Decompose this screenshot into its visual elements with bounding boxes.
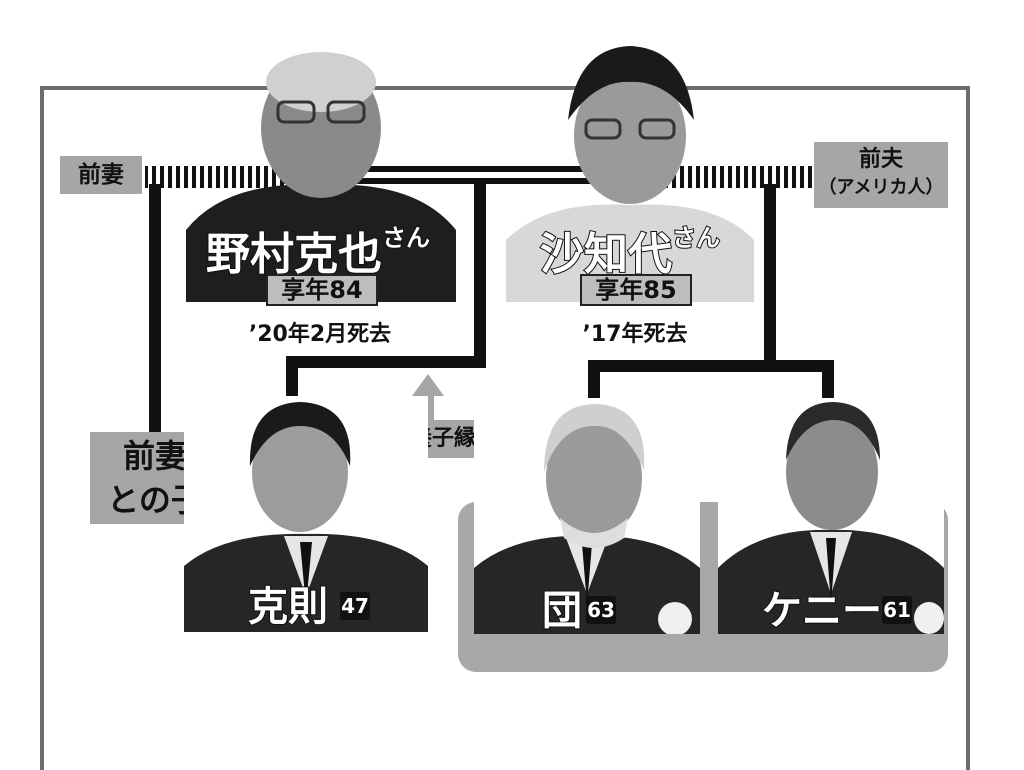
nomura-name-text: 野村克也 (205, 228, 383, 281)
dan-photo-icon (474, 404, 700, 634)
marriage-line-top (280, 166, 660, 172)
nomura-name: 野村克也さん (205, 218, 431, 282)
couple-child-line-h (286, 356, 486, 368)
nomura-portrait: 野村克也さん (186, 40, 456, 302)
dan-line-v (588, 360, 600, 410)
dan-corsage-icon (658, 602, 692, 634)
sachiyo-death-date: ’17年死去 (582, 322, 688, 347)
dan-name: 団 (541, 587, 583, 634)
kenny-name: ケニー (761, 587, 883, 634)
dan-age: 63 (586, 596, 616, 624)
ex-wife-child-line (149, 184, 161, 434)
adoption-arrow-head (412, 374, 444, 396)
ex-wife-divorce-line (145, 166, 285, 188)
kenny-line-v (822, 360, 834, 410)
katsunori-portrait: 克則 47 (184, 396, 428, 632)
ex-husband-label: 前夫 （アメリカ人） (814, 142, 948, 208)
katsunori-age: 47 (340, 592, 370, 620)
sachiyo-honorific: さん (671, 223, 721, 253)
ex-husband-label-line2: （アメリカ人） (818, 177, 944, 198)
ex-wife-label: 前妻 (60, 156, 142, 194)
katsunori-name: 克則 (247, 583, 329, 631)
ex-husband-divorce-line (655, 166, 815, 188)
sachiyo-photo-icon (506, 46, 754, 302)
nomura-age-at-death: 享年84 (266, 274, 378, 306)
sachiyo-age-at-death: 享年85 (580, 274, 692, 306)
ex-husband-label-line1: 前夫 (858, 147, 903, 172)
sachiyo-name-text: 沙知代 (539, 228, 673, 281)
dan-portrait: 団 63 (474, 398, 700, 634)
nomura-honorific: さん (381, 223, 431, 253)
kenny-corsage-icon (914, 602, 944, 634)
marriage-line-bottom (280, 178, 660, 184)
nomura-photo-icon (186, 52, 456, 302)
couple-child-line-v (474, 184, 486, 366)
sachiyo-portrait: 沙知代さん (506, 40, 754, 302)
kenny-portrait: ケニー 61 (718, 398, 944, 634)
sons-line-h (588, 360, 834, 372)
nomura-death-date: ’20年2月死去 (248, 322, 392, 347)
ex-wife-child-line1: 前妻 (122, 437, 187, 475)
sachiyo-name: 沙知代さん (539, 218, 721, 282)
kenny-age: 61 (882, 596, 912, 624)
ex-husband-children-line-v (764, 184, 776, 370)
